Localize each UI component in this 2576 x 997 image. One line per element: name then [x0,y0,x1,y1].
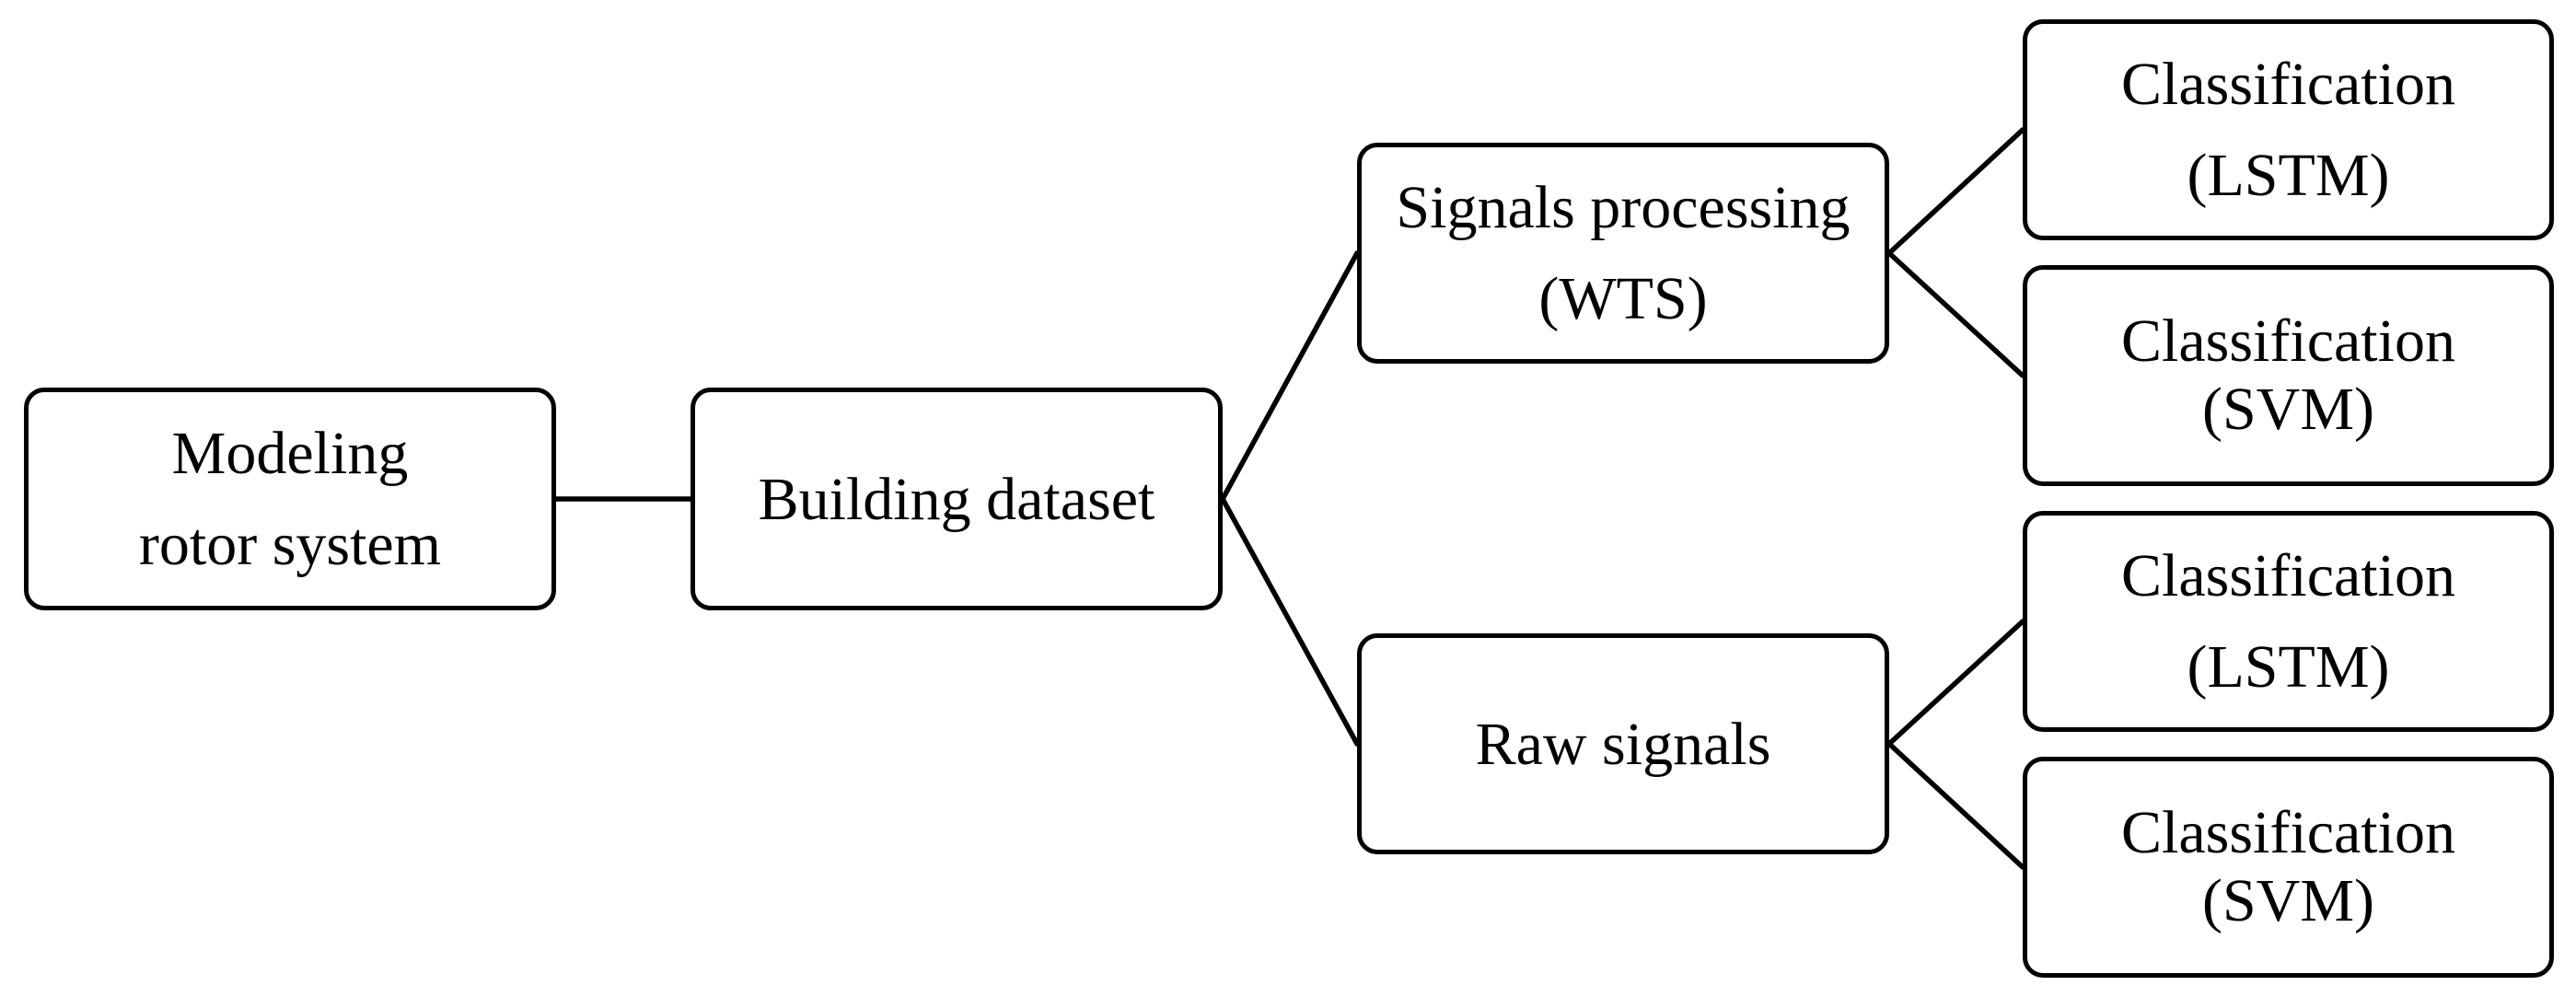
connector-building-to-processing [1220,250,1360,502]
node-classification-svm-processed: Classification (SVM) [2023,265,2554,486]
node-label-line2: (LSTM) [2187,633,2390,701]
node-label-line2: (SVM) [2201,867,2374,934]
node-label-line1: Raw signals [1475,710,1771,778]
node-label-line1: Classification [2121,307,2455,376]
node-label-line1: Classification [2121,799,2455,867]
node-label-line1: Classification [2121,51,2455,118]
node-classification-lstm-raw: Classification (LSTM) [2023,511,2554,732]
node-label-line2: rotor system [138,511,442,578]
connector-processing-to-proc_lstm [1886,127,2025,256]
node-classification-lstm-processed: Classification (LSTM) [2023,19,2554,240]
connector-processing-to-proc_svm [1886,250,2025,378]
node-label-line2: (SVM) [2201,376,2374,443]
node-modeling-rotor-system: Modeling rotor system [24,388,556,610]
node-label-line1: Building dataset [758,465,1155,533]
node-label-line1: Modeling [171,420,409,487]
node-building-dataset: Building dataset [690,388,1223,610]
node-label-line2: (LSTM) [2187,142,2390,209]
node-label-line2: (WTS) [1538,265,1708,332]
node-classification-svm-raw: Classification (SVM) [2023,757,2554,978]
node-raw-signals: Raw signals [1357,633,1889,854]
connector-raw-to-raw_svm [1886,741,2025,870]
node-label-line1: Signals processing [1396,174,1851,241]
node-label-line1: Classification [2121,542,2455,609]
connector-raw-to-raw_lstm [1886,619,2025,747]
node-signals-processing: Signals processing (WTS) [1357,143,1889,364]
connector-building-to-raw [1220,496,1360,747]
